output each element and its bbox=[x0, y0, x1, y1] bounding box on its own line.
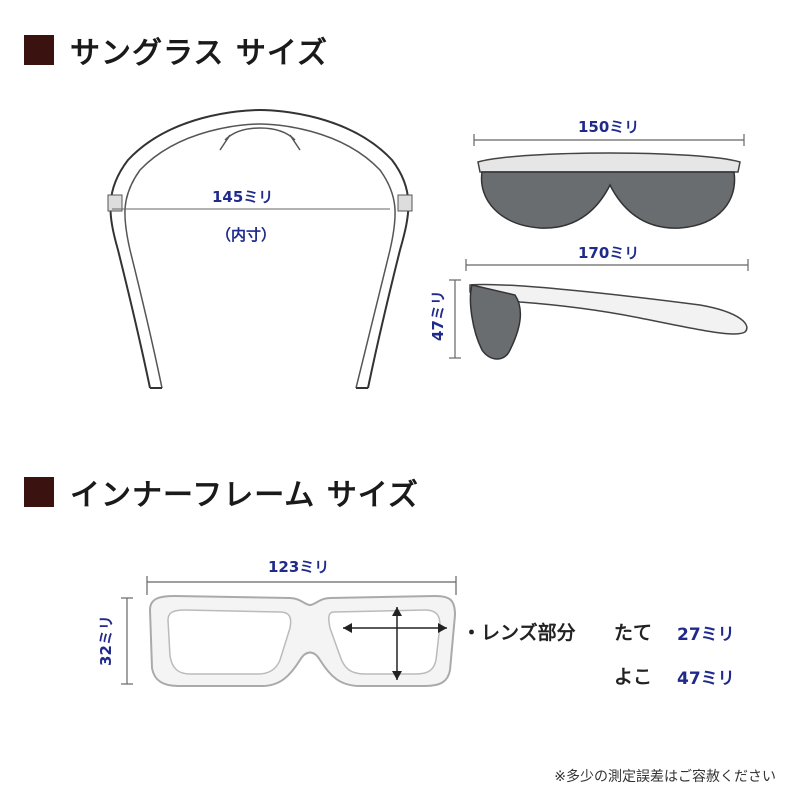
section-title-sunglasses: サングラス サイズ bbox=[70, 36, 328, 71]
section-marker-square bbox=[24, 477, 54, 507]
lens-height-value: 27ミリ bbox=[677, 625, 735, 645]
sunglasses-front-view bbox=[473, 134, 745, 229]
sunglasses-top-view bbox=[107, 108, 413, 389]
dimension-side-height: 47ミリ bbox=[428, 290, 447, 341]
lens-width-label: よこ bbox=[614, 666, 653, 688]
dimension-inner-frame-height: 32ミリ bbox=[96, 615, 115, 666]
dimension-inner-frame-width: 123ミリ bbox=[268, 558, 330, 576]
section-header-sunglasses: サングラス サイズ bbox=[24, 30, 328, 71]
measurement-footnote: ※多少の測定誤差はご容赦ください bbox=[554, 769, 776, 785]
section-marker-square bbox=[24, 35, 54, 65]
lens-height-label: たて bbox=[614, 622, 653, 644]
inner-frame-drawing bbox=[121, 576, 457, 687]
section-header-inner-frame: インナーフレーム サイズ bbox=[24, 472, 419, 513]
dimension-inner-note: （内寸） bbox=[216, 226, 277, 244]
lens-width-value: 47ミリ bbox=[677, 669, 735, 689]
lens-part-label: ・レンズ部分 bbox=[462, 622, 576, 644]
dimension-inner-width: 145ミリ bbox=[212, 188, 274, 206]
dimension-front-width: 150ミリ bbox=[578, 118, 640, 136]
section-title-inner-frame: インナーフレーム サイズ bbox=[70, 478, 419, 513]
dimension-temple-length: 170ミリ bbox=[578, 244, 640, 262]
sunglasses-side-view bbox=[449, 259, 749, 360]
